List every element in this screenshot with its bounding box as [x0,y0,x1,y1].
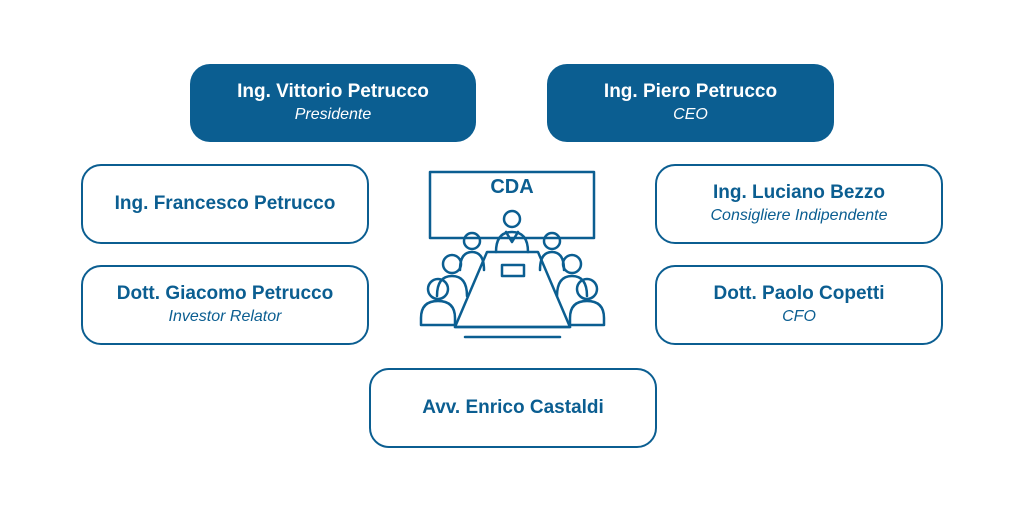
member-role: Investor Relator [168,308,282,325]
member-name: Ing. Francesco Petrucco [114,193,336,214]
member-name: Ing. Piero Petrucco [603,81,778,102]
member-role: CEO [673,106,708,123]
member-card-enrico-castaldi: Avv. Enrico Castaldi [369,368,657,448]
member-card-francesco-petrucco: Ing. Francesco Petrucco [81,164,369,244]
member-role: CFO [782,308,816,325]
member-card-paolo-copetti: Dott. Paolo Copetti CFO [655,265,943,345]
member-name: Ing. Vittorio Petrucco [237,81,429,102]
member-card-giacomo-petrucco: Dott. Giacomo Petrucco Investor Relator [81,265,369,345]
member-card-piero-petrucco: Ing. Piero Petrucco CEO [547,64,834,142]
member-name: Ing. Luciano Bezzo [712,182,886,203]
boardroom-meeting-icon [419,170,606,339]
member-role: Presidente [294,106,372,123]
member-name: Dott. Paolo Copetti [713,283,885,304]
member-name: Dott. Giacomo Petrucco [116,283,334,304]
member-card-luciano-bezzo: Ing. Luciano Bezzo Consigliere Indipende… [655,164,943,244]
cda-label: CDA [490,176,534,198]
member-name: Avv. Enrico Castaldi [422,397,604,418]
member-card-vittorio-petrucco: Ing. Vittorio Petrucco Presidente [190,64,476,142]
member-role: Consigliere Indipendente [710,207,888,224]
